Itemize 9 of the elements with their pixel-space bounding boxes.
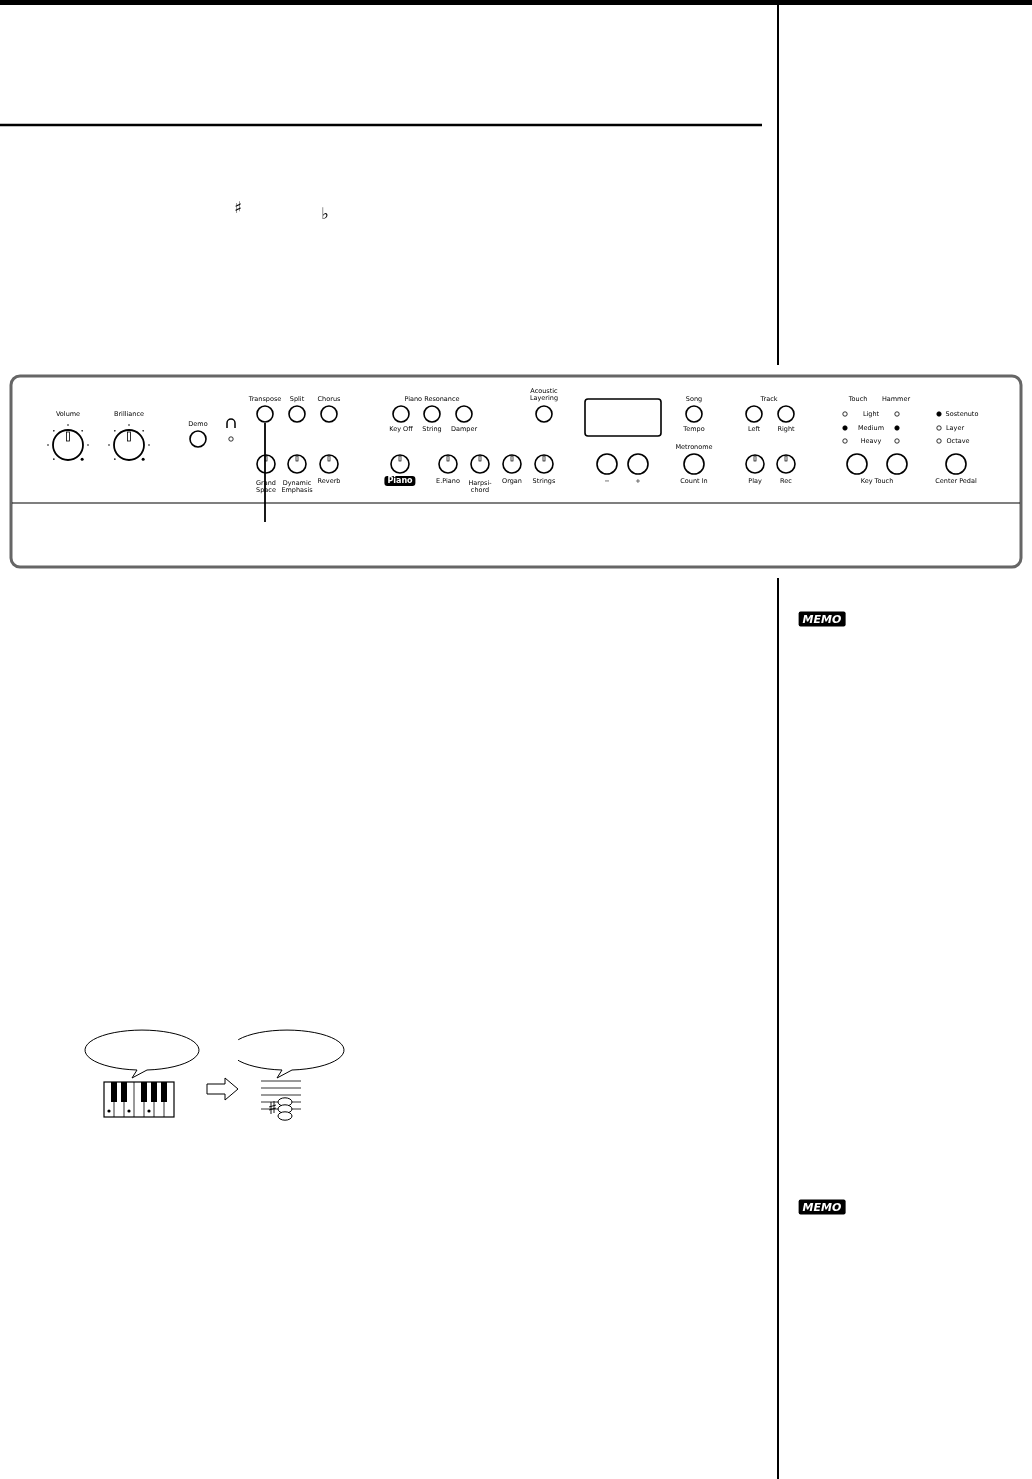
memo-icon: MEMO	[798, 611, 846, 627]
flat-sign: ♭	[321, 206, 329, 222]
staff-drawing	[238, 1029, 346, 1122]
memo-icon: MEMO	[798, 1199, 846, 1215]
block-arrow	[206, 1077, 239, 1101]
round-button	[256, 405, 274, 423]
tone-label: Piano	[384, 476, 416, 486]
leader-line	[264, 422, 266, 523]
sharp-sign: ♯	[234, 200, 242, 216]
